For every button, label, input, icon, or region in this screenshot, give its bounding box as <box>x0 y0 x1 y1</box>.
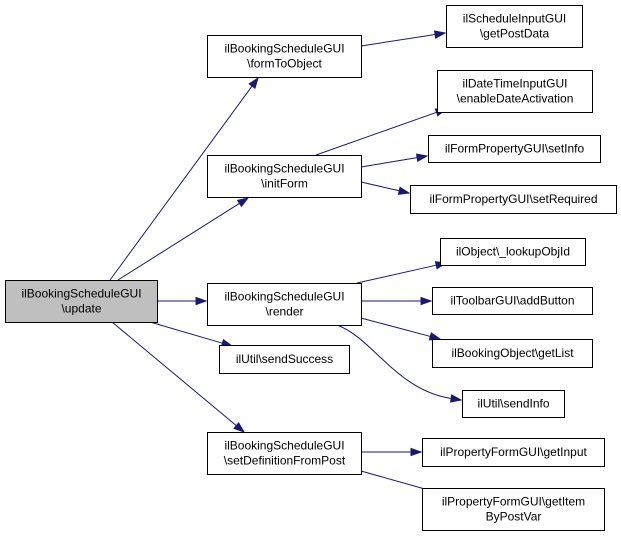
edge-render-to-sendInfo <box>336 324 463 403</box>
edge-line <box>360 34 436 47</box>
arrowhead-icon <box>433 30 447 39</box>
edge-initForm-to-setInfo <box>360 153 429 168</box>
node-box <box>432 339 593 368</box>
arrowhead-icon <box>236 197 250 208</box>
node-label-line: \render <box>265 305 303 319</box>
edge-update-to-setDefinitionFromPost <box>111 321 246 433</box>
node-box <box>207 432 362 475</box>
edge-initForm-to-setRequired <box>360 181 411 195</box>
edge-line <box>109 85 253 281</box>
node-setRequired[interactable]: ilFormPropertyGUI\setRequired <box>410 185 617 214</box>
node-initForm[interactable]: ilBookingScheduleGUI\initForm <box>207 155 362 198</box>
node-label-line: ilBookingScheduleGUI <box>21 287 141 301</box>
edge-update-to-initForm <box>117 197 250 281</box>
node-box <box>446 5 583 48</box>
node-label-line: ilUtil\sendSuccess <box>236 352 333 366</box>
node-sendSuccess[interactable]: ilUtil\sendSuccess <box>219 345 350 374</box>
node-label-line: ilBookingScheduleGUI <box>224 162 344 176</box>
edge-line <box>315 111 437 156</box>
node-getList[interactable]: ilBookingObject\getList <box>432 339 593 368</box>
node-box <box>207 283 362 326</box>
node-label-line: ilBookingObject\getList <box>451 346 574 360</box>
edge-line <box>360 317 431 337</box>
node-update[interactable]: ilBookingScheduleGUI\update <box>5 280 158 323</box>
node-label-line: ilPropertyFormGUI\getInput <box>440 445 587 459</box>
node-label-line: ilFormPropertyGUI\setRequired <box>429 192 597 206</box>
node-box <box>462 390 565 418</box>
arrowhead-icon <box>415 153 429 162</box>
arrowhead-icon <box>420 296 433 306</box>
node-getInput[interactable]: ilPropertyFormGUI\getInput <box>422 438 605 467</box>
node-sendInfo[interactable]: ilUtil\sendInfo <box>462 390 565 418</box>
edge-line <box>336 324 452 399</box>
nodes-layer: ilBookingScheduleGUI\updateilBookingSche… <box>5 5 617 531</box>
edge-line <box>117 202 240 281</box>
node-getPostData[interactable]: ilScheduleInputGUI\getPostData <box>446 5 583 48</box>
node-label-line: ilBookingScheduleGUI <box>224 439 344 453</box>
edge-render-to-lookupObjId <box>356 261 448 284</box>
node-box <box>422 438 605 467</box>
edge-formToObject-to-getPostData <box>360 30 447 47</box>
arrowhead-icon <box>428 332 442 341</box>
node-box <box>440 238 586 266</box>
node-render[interactable]: ilBookingScheduleGUI\render <box>207 283 362 326</box>
node-formToObject[interactable]: ilBookingScheduleGUI\formToObject <box>207 35 362 78</box>
arrowhead-icon <box>248 76 259 90</box>
node-label-line: \formToObject <box>247 57 322 71</box>
node-box <box>422 488 605 531</box>
edge-render-to-addButton <box>361 296 433 306</box>
arrowhead-icon <box>233 421 246 433</box>
edge-line <box>360 157 418 168</box>
node-setInfo[interactable]: ilFormPropertyGUI\setInfo <box>428 135 601 163</box>
node-setDefinitionFromPost[interactable]: ilBookingScheduleGUI\setDefinitionFromPo… <box>207 432 362 475</box>
arrowhead-icon <box>449 394 463 403</box>
edge-line <box>149 321 223 344</box>
node-label-line: ilDateTimeInputGUI <box>463 77 568 91</box>
node-label-line: ilBookingScheduleGUI <box>224 290 344 304</box>
node-label-line: ilObject\_lookupObjId <box>456 245 570 259</box>
edge-update-to-formToObject <box>109 76 259 281</box>
node-label-line: ilToolbarGUI\addButton <box>450 294 574 308</box>
node-box <box>5 280 158 323</box>
node-label-line: ilPropertyFormGUI\getItem <box>442 495 585 509</box>
node-label-line: ilUtil\sendInfo <box>477 397 549 411</box>
node-box <box>437 70 593 113</box>
node-box <box>207 155 362 198</box>
arrowhead-icon <box>195 296 208 306</box>
arrowhead-icon <box>397 186 411 195</box>
node-label-line: ilScheduleInputGUI <box>463 12 566 26</box>
edge-update-to-render <box>157 296 208 306</box>
node-label-line: \setDefinitionFromPost <box>224 454 346 468</box>
node-label-line: \update <box>61 302 101 316</box>
node-label-line: ByPostVar <box>486 510 542 524</box>
edge-line <box>111 321 237 426</box>
node-enableDateActivation[interactable]: ilDateTimeInputGUI\enableDateActivation <box>437 70 593 113</box>
node-label-line: \initForm <box>261 177 308 191</box>
node-label-line: \getPostData <box>480 27 550 41</box>
node-box <box>410 185 617 214</box>
arrowhead-icon <box>410 447 423 457</box>
edge-line <box>356 264 437 284</box>
node-label-line: ilBookingScheduleGUI <box>224 42 344 56</box>
node-lookupObjId[interactable]: ilObject\_lookupObjId <box>440 238 586 266</box>
node-label-line: ilFormPropertyGUI\setInfo <box>445 142 585 156</box>
edges-layer <box>109 30 463 497</box>
node-box <box>219 345 350 374</box>
edge-setDefinitionFromPost-to-getInput <box>361 447 423 457</box>
node-box <box>207 35 362 78</box>
edge-render-to-getList <box>360 317 442 341</box>
node-label-line: \enableDateActivation <box>457 92 574 106</box>
node-box <box>432 287 593 315</box>
node-addButton[interactable]: ilToolbarGUI\addButton <box>432 287 593 315</box>
node-box <box>428 135 601 163</box>
edge-initForm-to-enableDateActivation <box>315 108 448 156</box>
edge-line <box>360 181 400 192</box>
